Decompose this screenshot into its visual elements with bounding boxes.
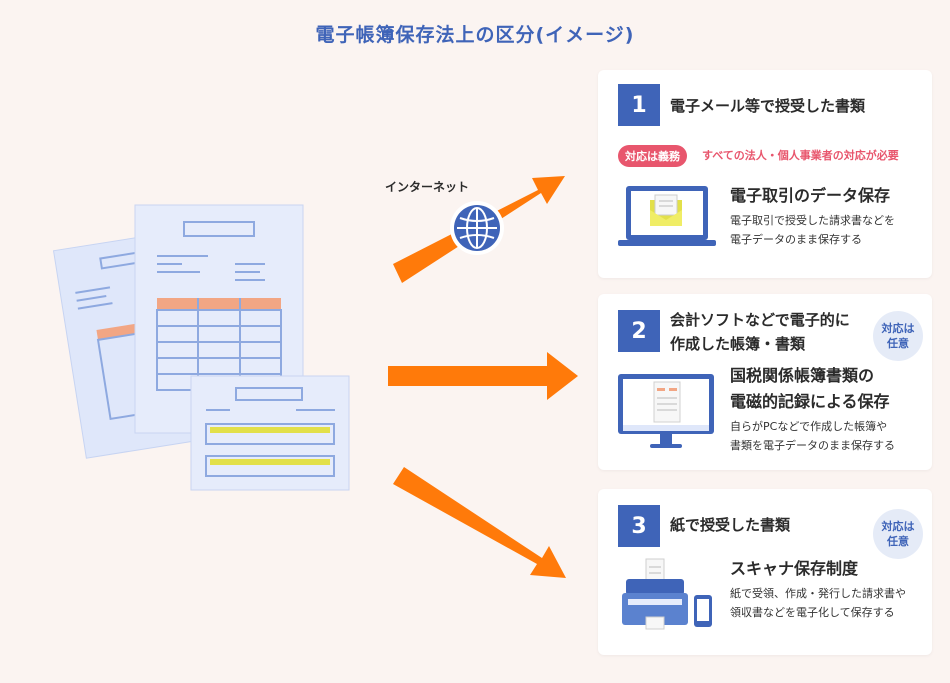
- card-subtitle: スキャナ保存制度: [730, 559, 859, 578]
- optional-badge: 対応は 任意: [873, 311, 923, 361]
- laptop-email-icon: [618, 186, 716, 246]
- card-number: 2: [618, 310, 660, 352]
- card-subtitle: 国税関係帳簿書類の: [730, 366, 875, 385]
- card-desc-line: 紙で受領、作成・発行した請求書や: [730, 587, 906, 600]
- card-title: 会計ソフトなどで電子的に: [670, 311, 850, 329]
- documents-illustration: [52, 204, 350, 491]
- internet-label: インターネット: [385, 180, 470, 194]
- card-title: 電子メール等で授受した書類: [670, 97, 866, 115]
- card-desc-line: 書類を電子データのまま保存する: [730, 439, 895, 452]
- card-desc-line: 電子取引で授受した請求書などを: [730, 214, 895, 227]
- card-title: 紙で授受した書類: [670, 516, 791, 534]
- globe-icon: [450, 201, 504, 255]
- card-accounting-software: 2 会計ソフトなどで電子的に 作成した帳簿・書類 対応は 任意 国税関係帳簿書類…: [598, 294, 932, 470]
- card-desc-line: 電子データのまま保存する: [730, 233, 862, 246]
- card-subtitle: 電子取引のデータ保存: [730, 186, 891, 205]
- scanner-icon: [622, 558, 712, 630]
- card-desc-line: 領収書などを電子化して保存する: [730, 606, 895, 619]
- card-title: 作成した帳簿・書類: [670, 335, 806, 353]
- desktop-monitor-icon: [618, 374, 714, 448]
- card-number: 1: [618, 84, 660, 126]
- arrow-to-card-3: [393, 467, 566, 578]
- card-subtitle: 電磁的記録による保存: [730, 392, 890, 411]
- card-paper: 3 紙で授受した書類 対応は 任意 スキャナ保存制度 紙で受領、作成・発行した請…: [598, 489, 932, 655]
- mandatory-note: すべての法人・個人事業者の対応が必要: [702, 149, 899, 162]
- card-desc-line: 自らがPCなどで作成した帳簿や: [730, 420, 888, 433]
- mandatory-badge: 対応は義務: [618, 145, 687, 167]
- page-title: 電子帳簿保存法上の区分(イメージ): [315, 24, 635, 46]
- card-number: 3: [618, 505, 660, 547]
- optional-badge: 対応は 任意: [873, 509, 923, 559]
- arrow-to-card-2: [388, 352, 578, 400]
- card-email: 1 電子メール等で授受した書類 対応は義務 すべての法人・個人事業者の対応が必要…: [598, 70, 932, 278]
